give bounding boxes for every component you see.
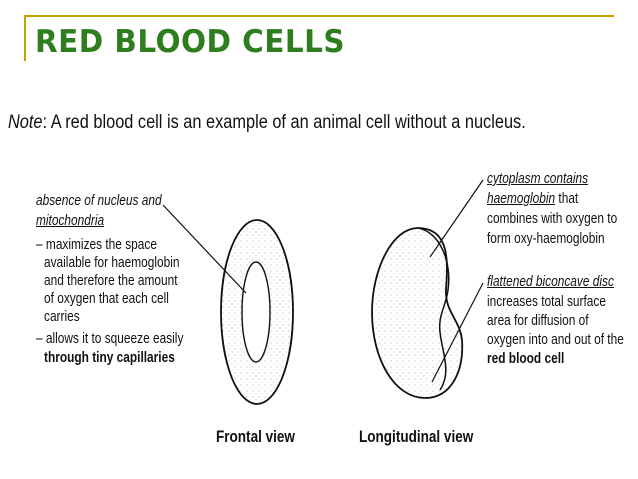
longitudinal-view-cell xyxy=(372,228,462,398)
longitudinal-outer-membrane xyxy=(372,228,462,398)
frontal-central-depression xyxy=(242,262,270,362)
caption-longitudinal-view: Longitudinal view xyxy=(359,428,473,447)
frontal-view-cell xyxy=(221,220,293,404)
pointer-line-cytoplasm xyxy=(430,180,483,257)
caption-frontal-view: Frontal view xyxy=(216,428,295,447)
